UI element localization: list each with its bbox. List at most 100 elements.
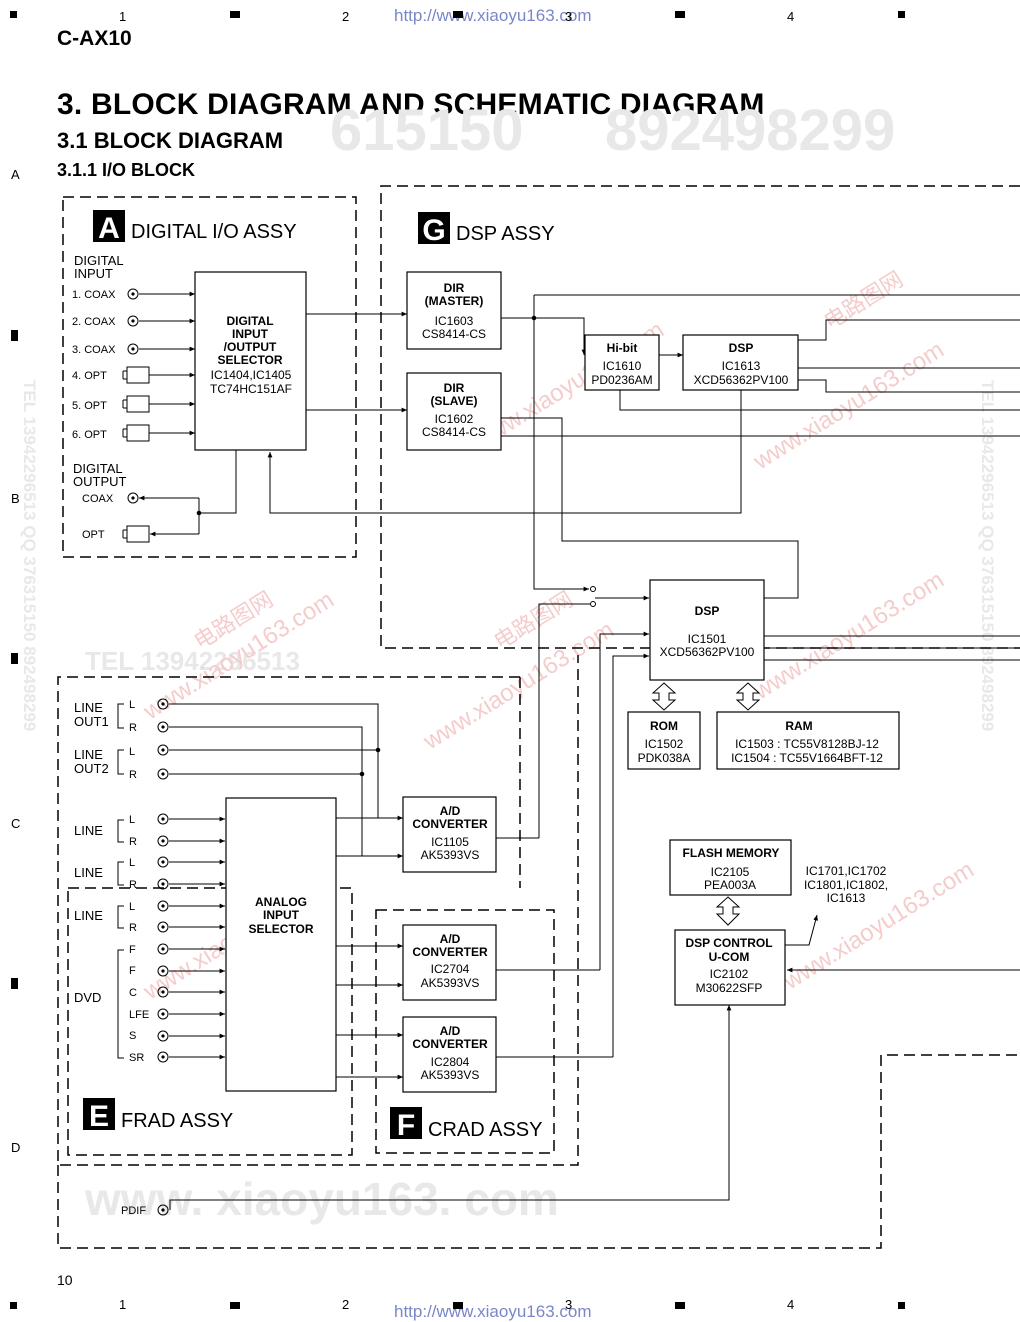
digital-inputs: 1. COAX 2. COAX 3. COAX 4. OPT 5. OPT 6.… bbox=[72, 289, 116, 441]
watermark-cn-2: 电路图网 bbox=[819, 266, 907, 334]
outer-analog-border bbox=[57, 655, 579, 1166]
svg-text:R: R bbox=[129, 769, 137, 781]
svg-text:G: G bbox=[422, 214, 445, 247]
channel-brackets bbox=[117, 703, 124, 1059]
svg-text:IC1503 : TC55V8128BJ-12: IC1503 : TC55V8128BJ-12 bbox=[735, 737, 879, 751]
dir-master-block bbox=[406, 271, 502, 350]
svg-text:IC1613: IC1613 bbox=[722, 359, 761, 373]
dir-slave-text: DIR (SLAVE) IC1602 CS8414-CS bbox=[422, 381, 486, 439]
ram-block bbox=[716, 711, 900, 770]
svg-text:U-COM: U-COM bbox=[709, 950, 750, 964]
grid-col-2-bottom: 2 bbox=[342, 1297, 350, 1312]
svg-text:CONVERTER: CONVERTER bbox=[412, 945, 488, 959]
bus-arrow-icons bbox=[651, 682, 761, 926]
digital-io-assy-border bbox=[62, 196, 357, 558]
svg-text:DIGITAL: DIGITAL bbox=[73, 461, 123, 476]
assy-a-label: A DIGITAL I/O ASSY bbox=[93, 210, 297, 245]
svg-text:F: F bbox=[129, 944, 136, 956]
coax-jack-icon bbox=[127, 288, 139, 300]
watermark-tel: TEL 13942296513 bbox=[85, 646, 300, 676]
svg-text:SELECTOR: SELECTOR bbox=[248, 922, 313, 936]
input-5-label: 5. OPT bbox=[72, 400, 107, 412]
input-2-label: 2. COAX bbox=[72, 316, 116, 328]
double-arrow-icon bbox=[735, 682, 761, 711]
rca-jack-icon bbox=[157, 744, 169, 756]
grid-col-1-bottom: 1 bbox=[119, 1297, 127, 1312]
svg-text:IC1602: IC1602 bbox=[435, 412, 474, 426]
main-title: 3. BLOCK DIAGRAM AND SCHEMATIC DIAGRAM bbox=[57, 88, 765, 121]
svg-text:DIR: DIR bbox=[444, 281, 465, 295]
dir-slave-block bbox=[406, 372, 502, 451]
watermark-bottom: www. xiaoyu163. com bbox=[84, 1173, 559, 1225]
rca-jack-icon bbox=[157, 1051, 169, 1063]
dsp-control-ucom-block bbox=[674, 929, 786, 1006]
source-url-top[interactable]: http://www.xiaoyu163.com bbox=[394, 6, 592, 25]
svg-text:IC1504 : TC55V1664BFT-12: IC1504 : TC55V1664BFT-12 bbox=[731, 751, 883, 765]
ucom-wires bbox=[169, 914, 1020, 1210]
svg-text:AK5393VS: AK5393VS bbox=[421, 1068, 480, 1082]
svg-text:C: C bbox=[129, 987, 137, 999]
svg-text:TC74HC151AF: TC74HC151AF bbox=[210, 382, 292, 396]
svg-text:CONVERTER: CONVERTER bbox=[412, 817, 488, 831]
input-4-label: 4. OPT bbox=[72, 370, 107, 382]
rca-jack-icon bbox=[157, 900, 169, 912]
svg-text:IC1610: IC1610 bbox=[603, 359, 642, 373]
digital-io-selector-text: DIGITAL INPUT /OUTPUT SELECTOR IC1404,IC… bbox=[210, 314, 292, 396]
grid-row-d: D bbox=[11, 1140, 21, 1155]
svg-text:OUT1: OUT1 bbox=[74, 714, 109, 729]
grid-col-4-bottom: 4 bbox=[787, 1297, 795, 1312]
svg-text:INPUT: INPUT bbox=[232, 327, 269, 341]
ram-text: RAM IC1503 : TC55V8128BJ-12 IC1504 : TC5… bbox=[731, 719, 883, 765]
digital-output-wires bbox=[139, 388, 742, 537]
rca-jack-icon bbox=[157, 1030, 169, 1042]
ad-converter-ic2804-text: A/D CONVERTER IC2804 AK5393VS bbox=[412, 1024, 488, 1082]
ucom-control-note: IC1701,IC1702 IC1801,IC1802, IC1613 bbox=[804, 864, 888, 905]
flash-memory-block bbox=[669, 839, 792, 896]
svg-text:(MASTER): (MASTER) bbox=[425, 294, 484, 308]
analog-wires bbox=[169, 703, 613, 1080]
rom-block bbox=[627, 711, 701, 770]
rca-jack-icon bbox=[157, 921, 169, 933]
svg-text:IC1502: IC1502 bbox=[645, 737, 684, 751]
dsp-control-ucom-text: DSP CONTROL U-COM IC2102 M30622SFP bbox=[685, 936, 772, 995]
digital-input-wires bbox=[139, 291, 195, 436]
hibit-text: Hi-bit IC1610 PD0236AM bbox=[591, 341, 652, 387]
watermark-top-right: 892498299 bbox=[605, 98, 895, 163]
source-url-bottom[interactable]: http://www.xiaoyu163.com bbox=[394, 1302, 592, 1321]
ad-converter-ic2704-text: A/D CONVERTER IC2704 AK5393VS bbox=[412, 932, 488, 990]
ad-converter-ic2704-block bbox=[402, 924, 497, 1001]
svg-text:CONVERTER: CONVERTER bbox=[412, 1037, 488, 1051]
grid-col-1-top: 1 bbox=[119, 9, 127, 24]
ad-converter-ic1105-text: A/D CONVERTER IC1105 AK5393VS bbox=[412, 804, 488, 862]
page-number: 10 bbox=[57, 1272, 73, 1288]
svg-text:AK5393VS: AK5393VS bbox=[421, 848, 480, 862]
line-2-label: LINE bbox=[74, 865, 103, 880]
ad-converter-ic1105-block bbox=[402, 796, 497, 873]
svg-text:FRAD ASSY: FRAD ASSY bbox=[121, 1110, 233, 1132]
svg-text:XCD56362PV100: XCD56362PV100 bbox=[660, 645, 755, 659]
svg-text:LFE: LFE bbox=[129, 1009, 149, 1021]
hibit-block bbox=[584, 334, 660, 391]
svg-text:L: L bbox=[129, 857, 135, 869]
svg-text:INPUT: INPUT bbox=[263, 908, 300, 922]
svg-text:DSP: DSP bbox=[695, 604, 720, 618]
watermarks: 892498299 615150 www. xiaoyu163. com TEL… bbox=[20, 98, 997, 1225]
svg-text:DIGITAL: DIGITAL bbox=[74, 253, 124, 268]
svg-text:DIGITAL I/O ASSY: DIGITAL I/O ASSY bbox=[131, 221, 297, 243]
output-coax-label: COAX bbox=[82, 493, 114, 505]
svg-text:DSP ASSY: DSP ASSY bbox=[456, 223, 555, 245]
svg-text:M30622SFP: M30622SFP bbox=[696, 981, 763, 995]
svg-text:IC2102: IC2102 bbox=[710, 967, 749, 981]
svg-text:LINE: LINE bbox=[74, 700, 103, 715]
input-1-label: 1. COAX bbox=[72, 289, 116, 301]
svg-text:Hi-bit: Hi-bit bbox=[607, 341, 638, 355]
svg-text:AK5393VS: AK5393VS bbox=[421, 976, 480, 990]
coax-jack-icon bbox=[127, 315, 139, 327]
grid-col-3-bottom: 3 bbox=[565, 1297, 573, 1312]
watermark-side-right: TEL 13942296513 QQ 376315150 892498299 bbox=[978, 380, 997, 731]
svg-text:OUT2: OUT2 bbox=[74, 761, 109, 776]
grid-col-2-top: 2 bbox=[342, 9, 350, 24]
svg-text:IC1501: IC1501 bbox=[688, 632, 727, 646]
svg-text:R: R bbox=[129, 922, 137, 934]
